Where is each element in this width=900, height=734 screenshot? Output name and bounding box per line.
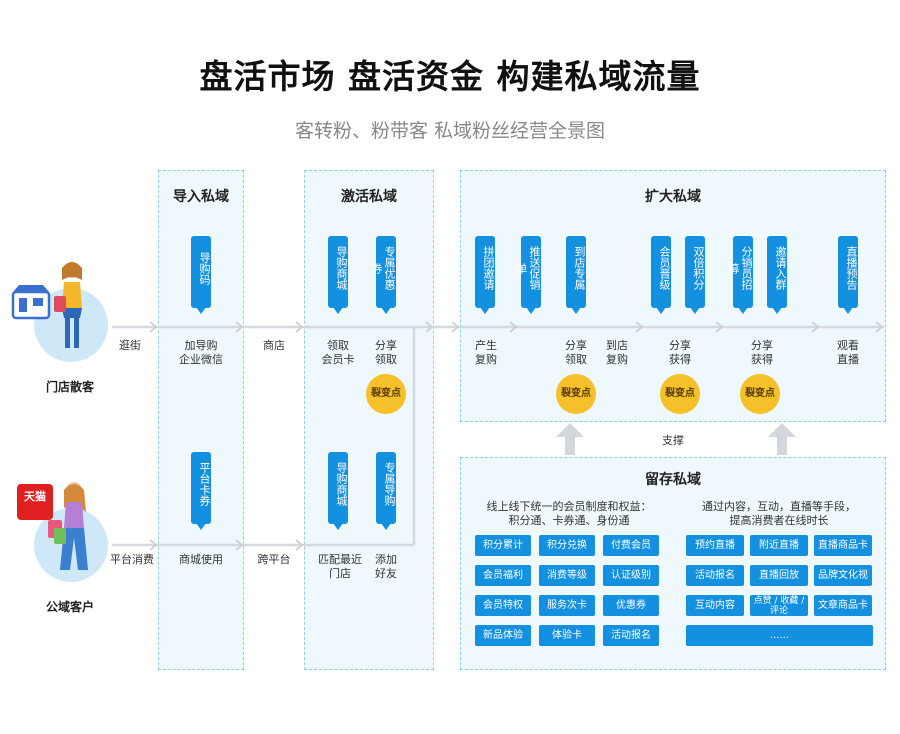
label-share-get: 分享 领取 xyxy=(375,339,397,366)
panel-activate-title: 激活私域 xyxy=(341,189,397,205)
pill-double-points: 双倍积分 xyxy=(685,236,705,314)
label-cross-platform: 跨平台 xyxy=(257,553,291,566)
label-share-get-2: 分享 领取 xyxy=(565,339,587,366)
woman-with-bags-figure xyxy=(48,482,88,570)
support-arrow-right xyxy=(768,423,796,455)
woman-shopper-figure xyxy=(54,262,82,348)
retain-right-text: 通过内容，互动，直播等手段， 提高消费者在线时长 xyxy=(702,500,856,527)
pill-live-preview: 直播预告 xyxy=(838,236,858,314)
support-label: 支撑 xyxy=(662,434,684,447)
tmall-logo-text: 天猫 xyxy=(24,490,46,503)
label-watch-live: 观看 直播 xyxy=(837,339,859,366)
label-store: 商店 xyxy=(263,339,285,352)
support-arrow-left xyxy=(556,423,584,455)
retain-right-button: 文章商品卡 xyxy=(814,595,872,616)
tmall-logo: 天猫 xyxy=(17,484,53,520)
pill-exclusive-guide: 专属导购 xyxy=(376,452,396,530)
retain-left-button: 优惠券 xyxy=(603,595,659,616)
retain-right-button: 直播商品卡 xyxy=(814,535,872,556)
panel-import-title: 导入私域 xyxy=(173,189,229,205)
retain-more-button: ...... xyxy=(686,625,873,646)
retain-right-button: 互动内容 xyxy=(686,595,744,616)
pill-store-exclusive: 到店专属 xyxy=(566,236,586,314)
label-get-card: 领取 会员卡 xyxy=(321,339,355,366)
retain-left-button: 新品体验 xyxy=(475,625,531,646)
fission-point: 裂变点 xyxy=(740,374,780,414)
panel-expand-title: 扩大私域 xyxy=(645,189,701,205)
store-icon xyxy=(11,285,51,320)
retain-left-button: 付费会员 xyxy=(603,535,659,556)
label-share-obtain: 分享 获得 xyxy=(669,339,691,366)
retain-right-button: 活动报名 xyxy=(686,565,744,586)
retain-right-button: 附近直播 xyxy=(750,535,808,556)
retain-right-button: 直播回放 xyxy=(750,565,808,586)
label-produce-rebuy: 产生 复购 xyxy=(475,339,497,366)
label-share-obtain-2: 分享 获得 xyxy=(751,339,773,366)
label-store-rebuy: 到店 复购 xyxy=(606,339,628,366)
retain-left-button: 活动报名 xyxy=(603,625,659,646)
pill-group-invite: 拼团邀请 xyxy=(475,236,495,314)
retain-left-button: 会员特权 xyxy=(475,595,531,616)
retain-right-button: 品牌文化视频 xyxy=(814,565,872,602)
label-platform-consume: 平台消费 xyxy=(110,553,154,566)
retain-right-button: 点赞 / 收藏 / 评论 xyxy=(750,595,808,616)
retain-left-button: 积分兑换 xyxy=(539,535,595,556)
label-add-friend: 添加 好友 xyxy=(375,553,397,580)
retain-left-button: 体验卡 xyxy=(539,625,595,646)
pill-member-upgrade: 会员晋级 xyxy=(651,236,671,314)
pill-distributor-recruit: 分销员招募 xyxy=(727,236,753,314)
retain-left-button: 积分累计 xyxy=(475,535,531,556)
fission-point: 裂变点 xyxy=(660,374,700,414)
pill-invite-group: 邀请入群 xyxy=(767,236,787,314)
panel-retain-title: 留存私域 xyxy=(645,472,701,488)
label-match-store: 匹配最近 门店 xyxy=(318,553,362,580)
label-mall-use: 商城使用 xyxy=(179,553,223,566)
pill-guide-mall-bottom: 导购商城 xyxy=(328,452,348,530)
retain-left-text: 线上线下统一的会员制度和权益： 积分通、卡券通、身份通 xyxy=(486,500,652,527)
panel-activate xyxy=(304,170,434,670)
retain-left-button: 服务次卡 xyxy=(539,595,595,616)
retain-right-button: 预约直播 xyxy=(686,535,744,556)
fission-point: 裂变点 xyxy=(556,374,596,414)
store-customer-label: 门店散客 xyxy=(45,380,94,394)
pill-guide-code: 导购码 xyxy=(191,236,211,314)
retain-left-button: 消费等级 xyxy=(539,565,595,586)
pill-exclusive-coupon: 专属优惠券 xyxy=(370,236,396,314)
fission-point: 裂变点 xyxy=(366,374,406,414)
page-title: 盘活市场 盘活资金 构建私域流量 xyxy=(199,57,701,96)
pill-push-promo: 推送促销单 xyxy=(515,236,541,314)
retain-left-button: 认证级别 xyxy=(603,565,659,586)
pill-platform-coupon: 平台卡券 xyxy=(191,452,211,530)
retain-left-button: 会员福利 xyxy=(475,565,531,586)
label-add-wechat: 加导购 企业微信 xyxy=(179,339,223,366)
label-stroll: 逛街 xyxy=(119,339,141,352)
pill-guide-mall-top: 导购商城 xyxy=(328,236,348,314)
public-customer-label: 公域客户 xyxy=(45,600,94,614)
page-subtitle: 客转粉、粉带客 私域粉丝经营全景图 xyxy=(294,120,606,142)
